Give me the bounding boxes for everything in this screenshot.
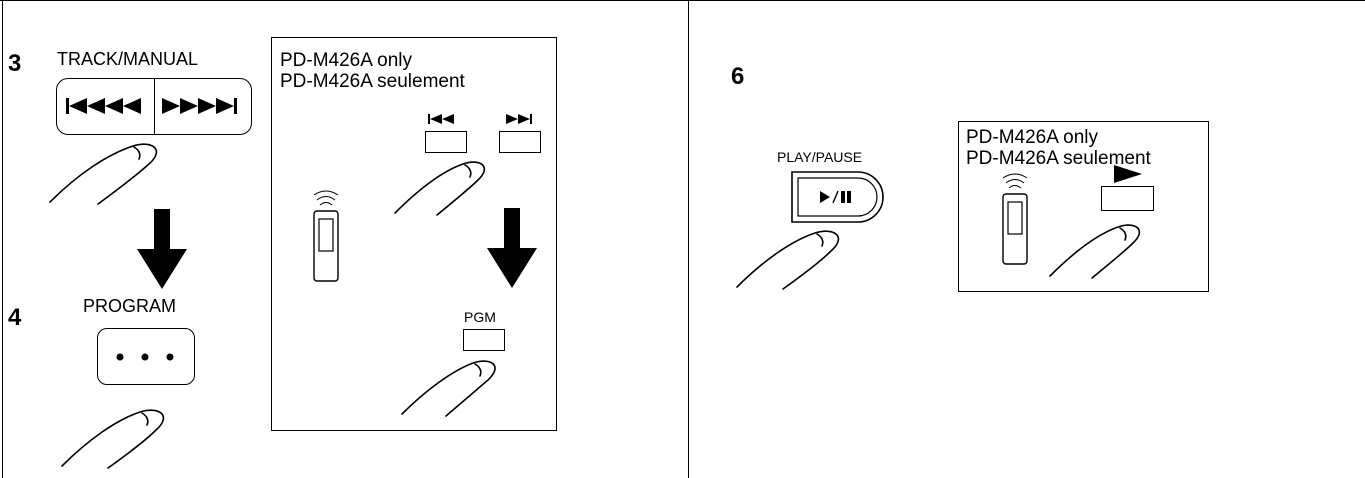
- remote-box-2-line2: PD-M426A seulement: [966, 148, 1151, 169]
- down-arrow-icon: [487, 208, 537, 288]
- program-button[interactable]: [97, 328, 195, 385]
- remote-skip-forward-button[interactable]: [499, 131, 541, 153]
- finger-press-icon: [49, 143, 158, 205]
- step-6-number: 6: [731, 63, 745, 90]
- finger-press-icon: [1049, 224, 1140, 279]
- remote-skip-back-button[interactable]: [425, 131, 467, 153]
- frame-left-rule: [2, 0, 3, 478]
- remote-control-icon: [1002, 173, 1028, 265]
- pgm-label: PGM: [464, 309, 496, 325]
- finger-press-icon: [394, 161, 485, 216]
- play-pause-label: PLAY/PAUSE: [777, 149, 863, 165]
- step-4-number: 4: [8, 304, 22, 331]
- remote-control-icon: [313, 190, 339, 282]
- dots-icon: [116, 353, 174, 361]
- play-icon: [1114, 165, 1142, 183]
- finger-press-icon: [61, 409, 165, 469]
- skip-forward-icon: [506, 114, 532, 124]
- play-pause-button[interactable]: [790, 170, 886, 224]
- play-pause-icon: [820, 190, 851, 204]
- down-arrow-icon: [137, 209, 187, 289]
- track-manual-label: TRACK/MANUAL: [57, 49, 199, 69]
- remote-box-1-line1: PD-M426A only: [280, 50, 413, 71]
- program-label: PROGRAM: [83, 296, 177, 316]
- frame-top-rule: [0, 0, 1365, 1]
- remote-box-1: [271, 37, 557, 431]
- remote-box-1-line2: PD-M426A seulement: [280, 71, 465, 92]
- frame-center-divider: [688, 0, 689, 478]
- skip-back-icon[interactable]: [66, 97, 150, 115]
- track-manual-divider: [154, 78, 155, 135]
- step-3-number: 3: [8, 50, 22, 77]
- remote-box-2-line1: PD-M426A only: [966, 127, 1099, 148]
- skip-back-icon: [428, 114, 454, 124]
- remote-pgm-button[interactable]: [463, 329, 505, 351]
- finger-press-icon: [401, 360, 496, 417]
- finger-press-icon: [736, 230, 840, 290]
- skip-forward-icon[interactable]: [162, 97, 246, 115]
- remote-play-button[interactable]: [1101, 186, 1154, 211]
- remote-box-2: [958, 121, 1209, 292]
